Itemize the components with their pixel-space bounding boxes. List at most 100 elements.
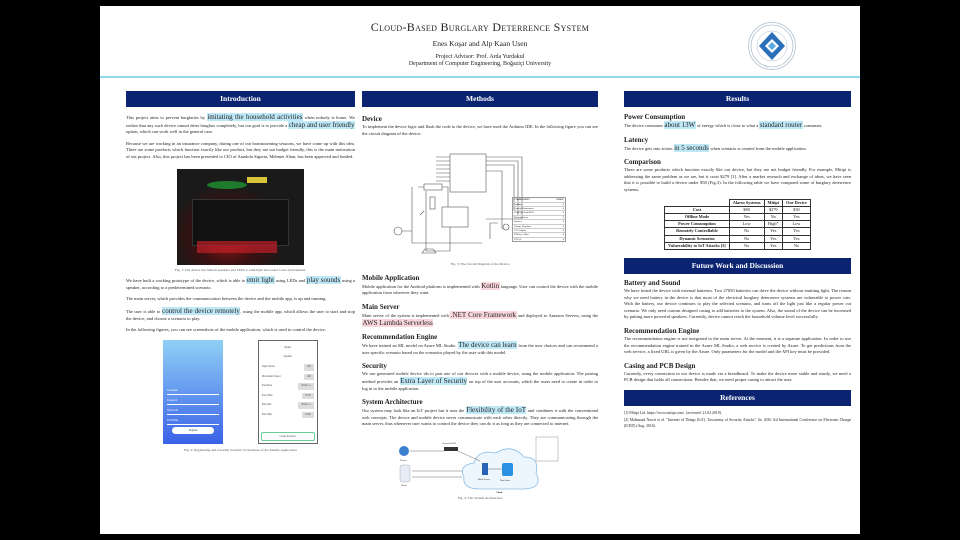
scenario-field-value: 13:00 xyxy=(301,411,314,419)
text-segment: of energy which is close to what a xyxy=(695,123,760,128)
bom-row: TOTAL$ xyxy=(513,236,565,241)
text-segment: We have built a working prototype of the… xyxy=(126,278,247,284)
bom-cell: $ xyxy=(562,215,564,219)
references-list: [1] Mitipi Ltd. https://www.mitipi.com/.… xyxy=(624,411,851,430)
highlighted-phrase: about 13W xyxy=(663,121,696,129)
device-photo xyxy=(177,168,304,265)
highlighted-phrase: AWS Lambda Serverless xyxy=(362,318,434,327)
main-server-paragraph: Main server of the system is implemented… xyxy=(362,310,599,327)
scenario-field-value: 2019-1-1 xyxy=(298,402,314,409)
comparison-paragraph: There are some products which function e… xyxy=(624,167,851,193)
architecture-paragraph: Our system may look like an IoT project … xyxy=(362,406,598,428)
highlighted-phrase: .NET Core Framework xyxy=(450,310,517,319)
bom-cell: $ xyxy=(562,233,564,237)
main-server-heading: Main Server xyxy=(362,302,400,311)
highlighted-phrase: play sounds xyxy=(306,276,341,285)
bom-cell: $ xyxy=(562,202,564,206)
highlighted-phrase: cheap and user friendly xyxy=(288,120,355,129)
text-segment: and deployed to Amazon Servers, using th… xyxy=(516,312,599,318)
table-row-label: Power Consumption xyxy=(664,220,730,229)
highlighted-phrase: emit light xyxy=(246,276,275,285)
text-segment: The device consumes xyxy=(624,123,664,128)
intro-paragraph: We have built a working prototype of the… xyxy=(126,276,356,291)
register-field: Password xyxy=(167,396,220,405)
text-segment: We have tested the device with external … xyxy=(624,287,851,320)
intro-paragraph: This project aims to prevent burglaries … xyxy=(126,113,355,136)
text-segment: This project aims to prevent burglaries … xyxy=(126,115,207,120)
arch-cloud-label: Cloud xyxy=(496,490,503,494)
table-cell: Yes xyxy=(782,212,811,222)
bom-row: Voltage Regulator$ xyxy=(513,223,565,228)
text-segment: The device gets into action xyxy=(624,145,674,151)
text-segment: from the user choices and can recommend … xyxy=(362,343,598,355)
text-segment: We have trained an ML model on Azure ML … xyxy=(362,343,458,349)
register-button: Register xyxy=(172,426,215,434)
table-cell: Low xyxy=(782,220,811,229)
bom-row: DFPlayer Mini $ xyxy=(513,232,565,236)
table-cell: No xyxy=(728,234,765,243)
bom-cell: $ xyxy=(562,207,564,210)
highlighted-phrase: imitating the household activities xyxy=(206,113,303,121)
text-segment: Mobile application for the Android platf… xyxy=(362,283,481,289)
scenario-field-value: 12:00 xyxy=(301,392,314,400)
text-segment: The main server, which provides the comm… xyxy=(126,296,327,302)
table-cell: No xyxy=(782,241,811,250)
figure-2-caption: Fig. 2: Registering and Creating Scenari… xyxy=(184,447,297,452)
security-heading: Security xyxy=(362,362,387,371)
power-heading: Power Consumption xyxy=(624,113,686,121)
highlighted-phrase: standard router xyxy=(759,121,803,129)
mobile-app-heading: Mobile Application xyxy=(362,273,420,282)
bom-row: ESP8266 NodeMCU$ xyxy=(513,210,565,214)
arch-device-label: Device xyxy=(400,458,407,462)
text-segment: when nobody is home. We realize that any… xyxy=(126,115,355,128)
text-segment: , using the mobile app, which allows the… xyxy=(126,308,356,321)
bom-cell: Motion Sensor xyxy=(514,215,529,219)
casing-heading: Casing and PCB Design xyxy=(624,361,696,370)
table-header-cell: Mitipi xyxy=(763,198,784,207)
future-heading: Future Work and Discussion xyxy=(624,257,851,274)
table-row-label: Dynamic Scenarios xyxy=(664,234,730,243)
table-cell: Yes xyxy=(763,227,784,236)
architecture-diagram: Device Phone Gateway/WiFi Main Server Da… xyxy=(362,433,598,495)
advisor: Project Advisor: Prof. Arda Yurdakul xyxy=(435,54,525,60)
department: Department of Computer Engineering, Boğa… xyxy=(408,60,552,67)
table-cell: $80 xyxy=(728,205,765,214)
university-logo xyxy=(748,22,796,70)
text-segment: The user is able to xyxy=(126,308,162,314)
figure-1-caption: Fig. 1: The device has built-in speakers… xyxy=(174,267,307,272)
scenario-field-label: Start Date xyxy=(261,384,273,388)
bom-header-cell: COMPONENT xyxy=(514,198,530,202)
bom-row: Arduino $ xyxy=(513,201,565,206)
bom-cell: DFPlayer Mini xyxy=(514,233,529,237)
header-divider xyxy=(100,76,860,78)
reference-item: [2] Mahmoud Nawir et al. "Internet of Th… xyxy=(624,418,851,428)
text-segment: Currently, every connection in our devic… xyxy=(624,370,851,383)
table-cell: No xyxy=(728,227,765,236)
intro-paragraph: Because we are working in an insurance c… xyxy=(126,141,355,161)
highlighted-phrase: Kotlin xyxy=(480,281,500,290)
latency-heading: Latency xyxy=(624,135,649,144)
bom-row: Speaker$ xyxy=(513,219,565,223)
table-header-cell: Alarm Systems xyxy=(728,198,765,207)
bom-row: Motion Sensor $ xyxy=(513,214,565,219)
bom-cell: Arduino xyxy=(514,202,522,206)
text-segment: The recommendation engine is not integra… xyxy=(624,335,851,355)
table-row-label: Remotely Controllable xyxy=(664,227,730,236)
arch-phone-label: Phone xyxy=(401,483,407,487)
table-cell: Yes xyxy=(763,241,784,250)
comparison-heading: Comparison xyxy=(624,158,661,167)
text-segment: using a speaker, according to a predeter… xyxy=(126,278,356,290)
authors: Enes Koşar and Alp Kaan Usen xyxy=(432,39,528,48)
recommendation-paragraph: We have trained an ML model on Azure ML … xyxy=(362,341,598,356)
table-cell: No xyxy=(728,241,765,250)
table-row-label: Cost xyxy=(664,205,730,214)
